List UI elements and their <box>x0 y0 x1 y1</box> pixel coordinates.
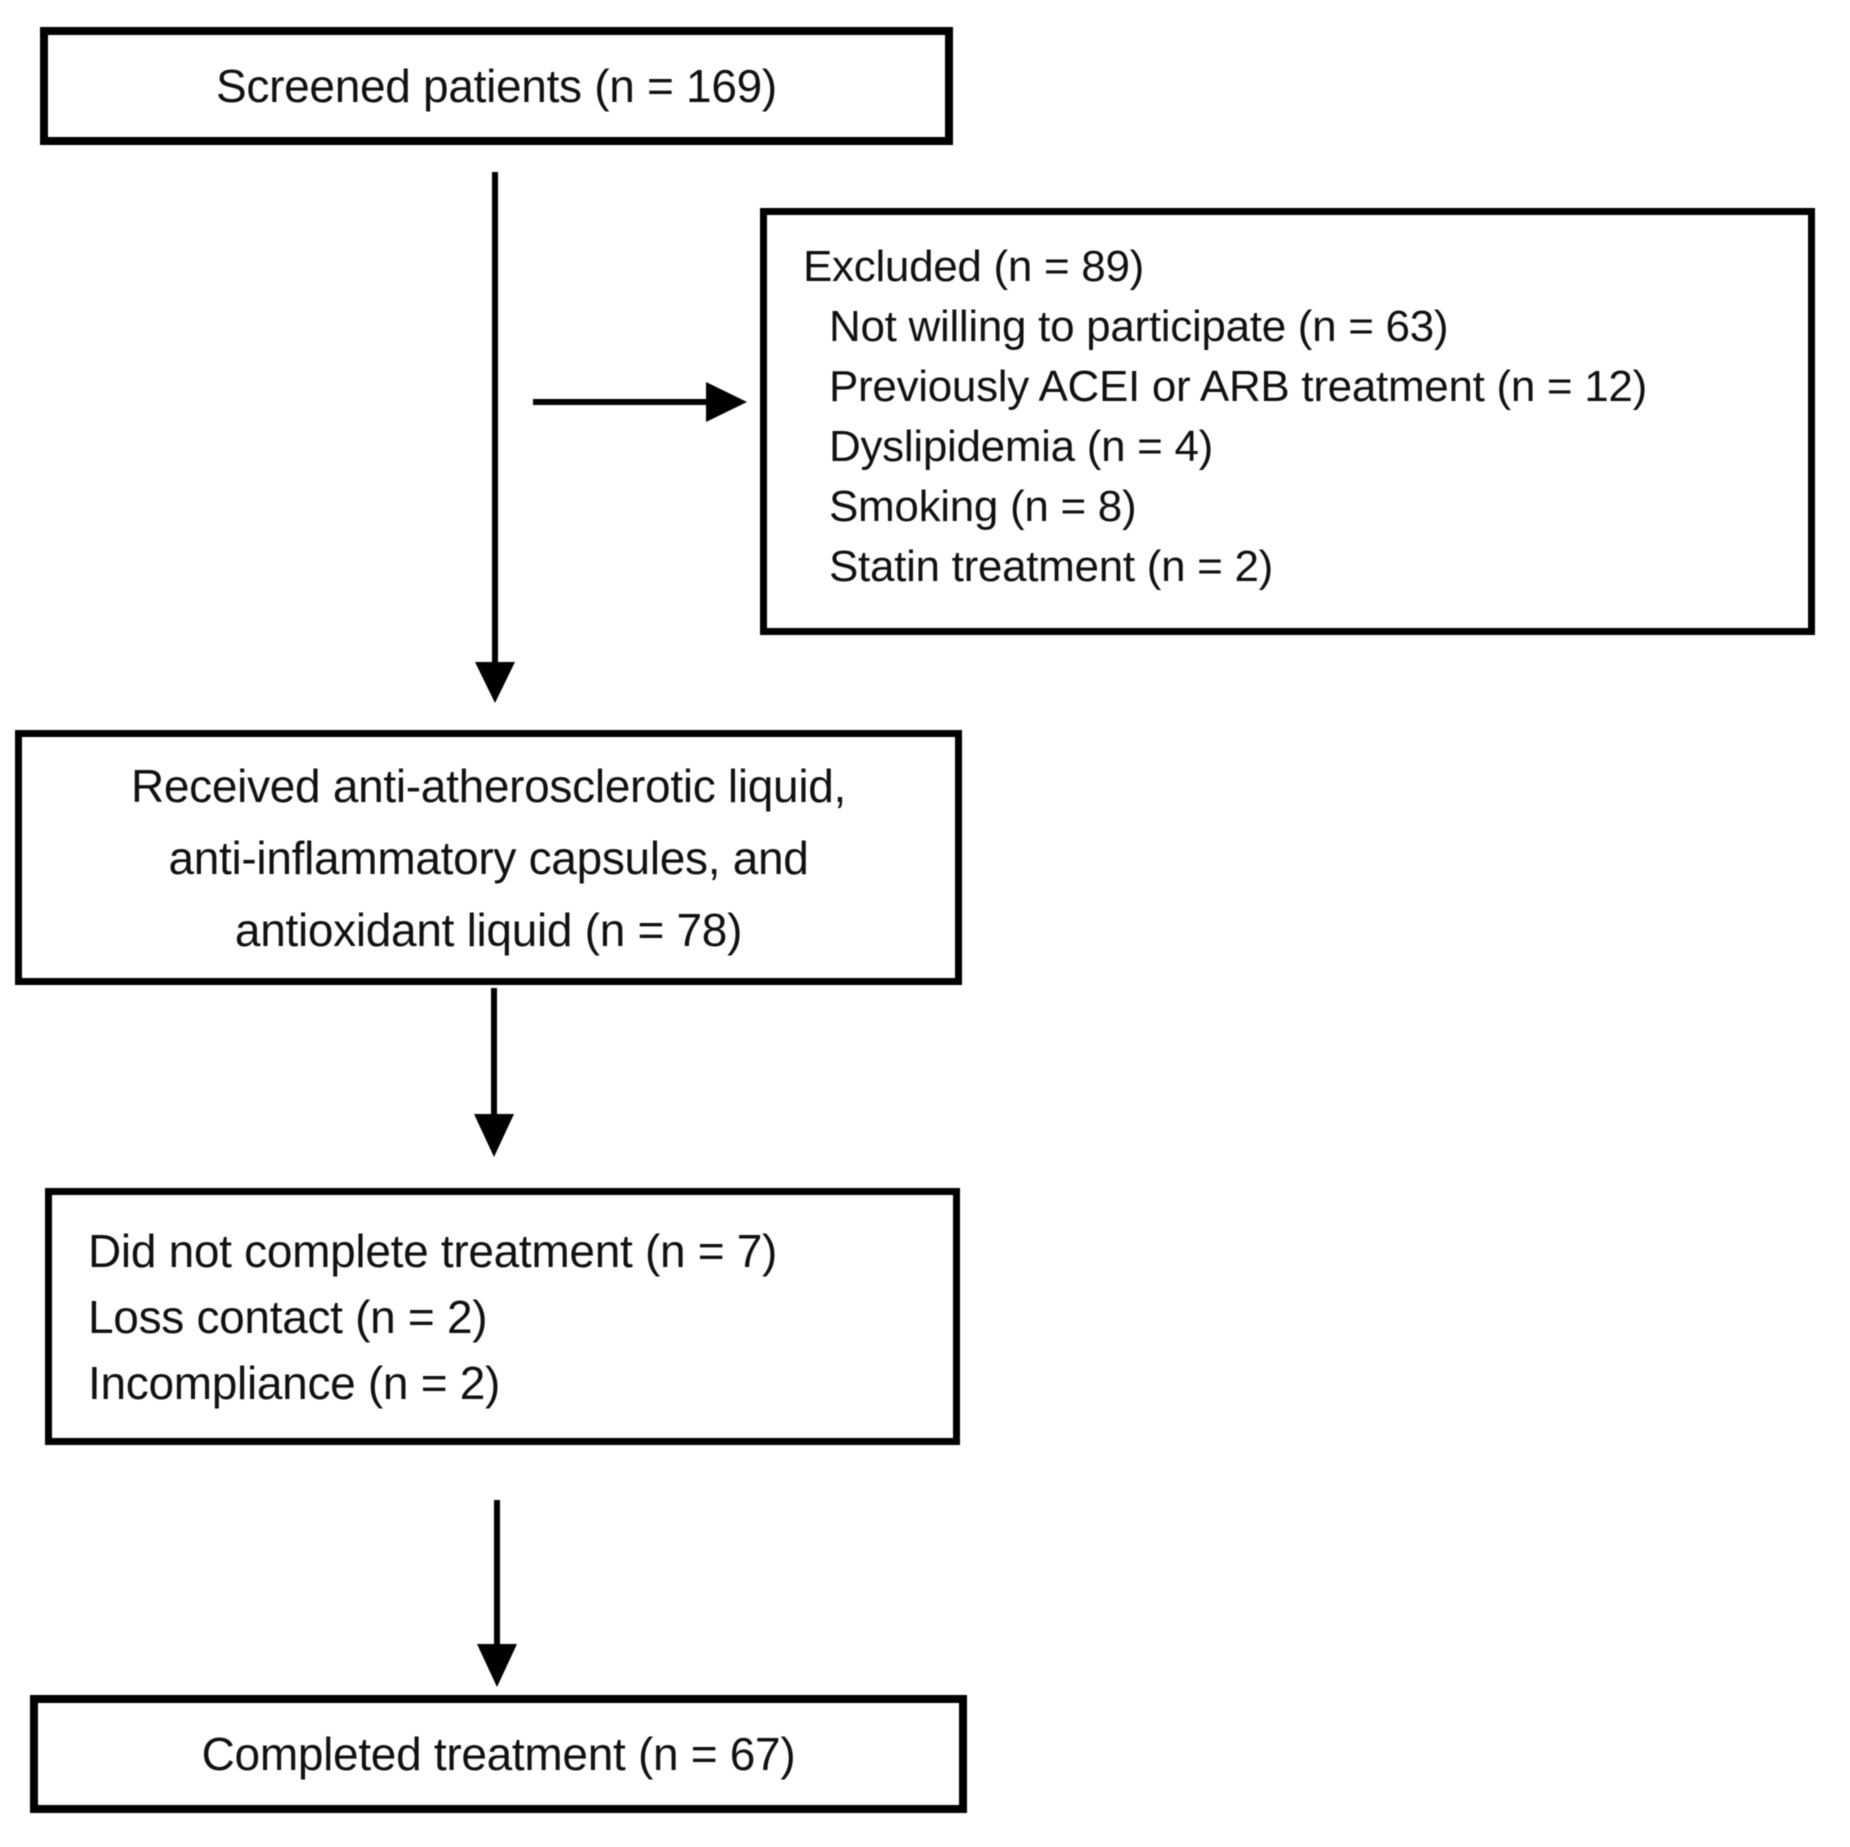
dropout-line: Did not complete treatment (n = 7) <box>88 1224 778 1277</box>
received-treatment-line: anti-inflammatory capsules, and <box>168 831 809 884</box>
excluded-item: Smoking (n = 8) <box>829 482 1137 531</box>
completed-treatment-label: Completed treatment (n = 67) <box>201 1728 796 1780</box>
excluded-box: Excluded (n = 89) Not willing to partici… <box>760 208 1815 635</box>
arrow-screened-to-received <box>475 172 515 703</box>
completed-treatment-box: Completed treatment (n = 67) <box>30 1695 967 1813</box>
dropout-line: Incompliance (n = 2) <box>88 1356 501 1409</box>
excluded-item: Previously ACEI or ARB treatment (n = 12… <box>829 362 1647 411</box>
received-treatment-line: Received anti-atherosclerotic liquid, <box>130 759 847 812</box>
dropout-line: Loss contact (n = 2) <box>88 1290 488 1343</box>
dropout-box: Did not complete treatment (n = 7) Loss … <box>45 1188 960 1445</box>
arrow-screened-to-excluded <box>533 382 747 422</box>
excluded-item: Statin treatment (n = 2) <box>829 542 1274 591</box>
excluded-item: Dyslipidemia (n = 4) <box>829 422 1214 471</box>
arrow-received-to-dropout <box>474 988 514 1157</box>
excluded-title: Excluded (n = 89) <box>803 242 1144 291</box>
received-treatment-box: Received anti-atherosclerotic liquid, an… <box>15 730 962 985</box>
screened-patients-box: Screened patients (n = 169) <box>40 27 953 145</box>
arrow-dropout-to-completed <box>477 1500 517 1687</box>
excluded-item: Not willing to participate (n = 63) <box>829 302 1449 351</box>
received-treatment-line: antioxidant liquid (n = 78) <box>234 903 743 956</box>
screened-patients-label: Screened patients (n = 169) <box>216 60 777 112</box>
